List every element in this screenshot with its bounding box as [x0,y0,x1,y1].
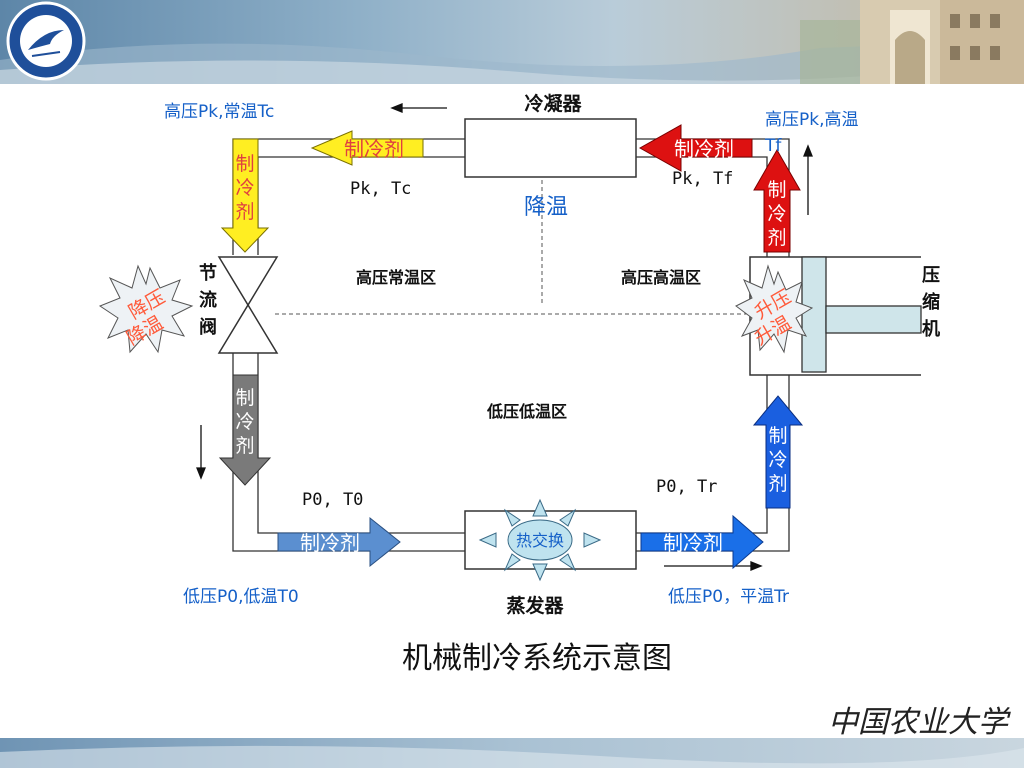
throttle-valve-symbol [217,256,279,354]
p0-tr-label: P0, Tr [656,477,717,497]
refrigerant-arrow-right-lower [752,395,804,509]
refrigerant-arrow-top-left [310,130,424,166]
valve-char-1: 节 [199,263,217,284]
refrigerant-arrow-left-lower [218,374,272,486]
refrigerant-arrow-bottom-left [277,516,401,568]
refrigerant-char-ru-2: 冷 [767,203,786,225]
refrigerant-arrow-right-upper [753,148,801,253]
refrigerant-arrow-top-right [638,124,753,172]
university-name: 中国农业大学 [828,705,1011,740]
page-title: 机械制冷系统示意图 [402,641,672,676]
zone-high-normal: 高压常温区 [356,268,436,287]
pressure-drop-burst-icon [98,264,194,354]
evaporator-label: 蒸发器 [506,594,564,617]
refrigerant-char-rl-2: 冷 [768,449,787,471]
refrigerant-label-top-right: 制冷剂 [674,137,734,161]
refrigerant-label-top-left: 制冷剂 [344,137,404,161]
condenser-box [464,118,637,178]
refrigerant-char-rl-3: 剂 [768,473,787,495]
refrigerant-label-bottom-right: 制冷剂 [663,531,723,555]
compressor-char-1: 压 [922,265,940,286]
refrigerant-char-lu-1: 制 [235,153,254,175]
refrigerant-label-bottom-left: 制冷剂 [300,531,360,555]
refrigerant-char-ru-1: 制 [767,179,786,201]
refrigerant-char-lu-3: 剂 [235,201,254,223]
cooling-label: 降温 [524,195,568,220]
zone-low-low: 低压低温区 [486,402,567,421]
right-top-state-line1: 高压Pk,高温 [765,110,859,130]
refrigerant-arrow-bottom-right [640,514,764,570]
right-top-state-line2: Tf [764,136,782,156]
flow-direction-arrows [196,103,813,571]
refrigerant-char-ll-3: 剂 [235,435,254,457]
pk-tf-label: Pk, Tf [672,169,733,189]
pk-tc-label: Pk, Tc [350,179,411,199]
refrigerant-char-ll-1: 制 [235,387,254,409]
header-banner [0,0,1024,84]
p0-t0-label: P0, T0 [302,490,363,510]
right-bottom-state: 低压P0，平温Tr [668,587,789,607]
valve-char-2: 流 [199,289,217,311]
university-seal-icon [6,1,86,81]
footer-banner [0,738,1024,768]
heat-exchange-icon [478,498,602,582]
refrigerant-arrow-left-upper [220,138,270,253]
compressor-char-3: 机 [922,319,940,340]
refrigerant-char-ru-3: 剂 [767,227,786,249]
zone-high-high: 高压高温区 [621,268,701,287]
valve-char-3: 阀 [199,316,217,338]
left-bottom-state: 低压P0,低温T0 [183,587,299,607]
heat-exchange-label: 热交换 [516,531,564,550]
refrigerant-char-rl-1: 制 [768,425,787,447]
condenser-label: 冷凝器 [524,92,582,115]
pressure-rise-burst-icon [735,264,814,354]
left-top-state: 高压Pk,常温Tc [164,102,274,122]
compressor-char-2: 缩 [922,291,940,313]
refrigerant-char-ll-2: 冷 [235,411,254,433]
refrigerant-char-lu-2: 冷 [235,177,254,199]
campus-building-photo [800,0,1024,84]
